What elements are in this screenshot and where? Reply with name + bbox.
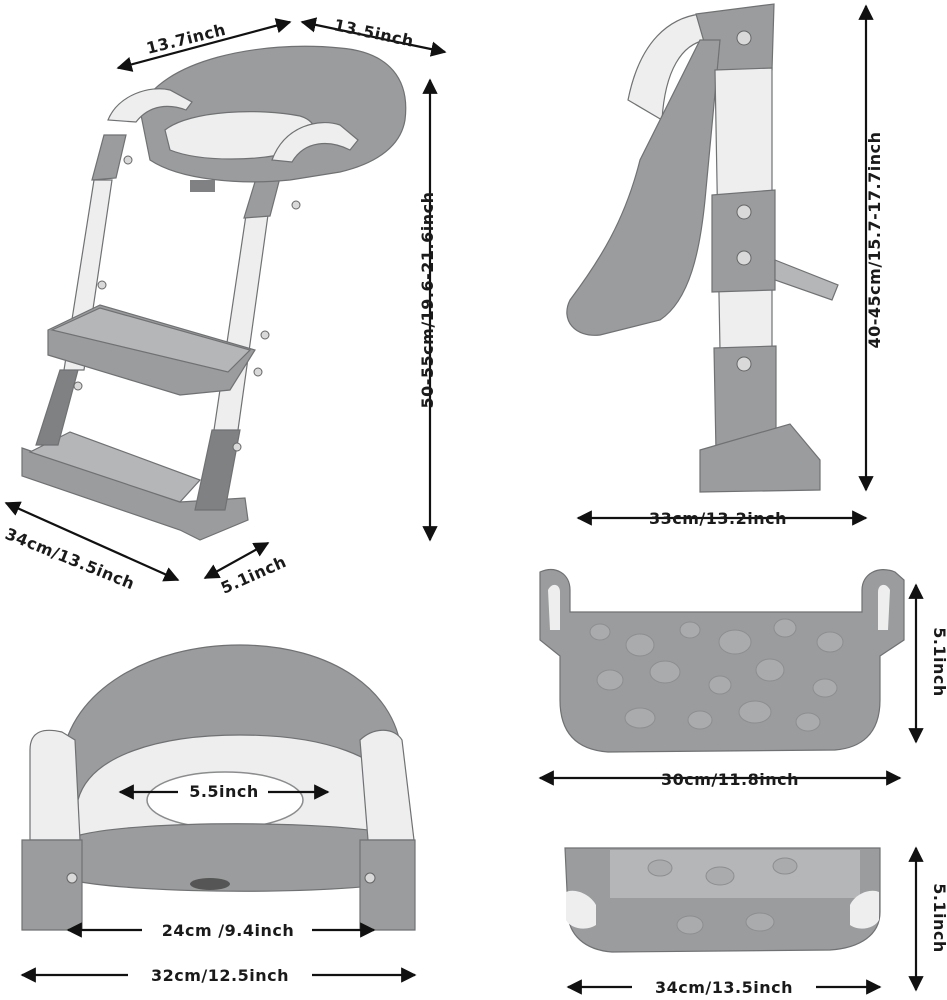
step-product-image bbox=[539, 569, 905, 753]
label-ladder-base-depth: 5.1inch bbox=[218, 552, 289, 598]
label-bottom-step-width: 34cm/13.5inch bbox=[655, 978, 793, 997]
dimension-arrows bbox=[4, 4, 924, 995]
label-side-depth: 33cm/13.2inch bbox=[649, 509, 787, 528]
label-ladder-base-width: 34cm/13.5inch bbox=[3, 524, 138, 593]
label-ladder-top-width: 13.7inch bbox=[144, 20, 227, 58]
label-seat-inner-width: 24cm /9.4inch bbox=[162, 921, 294, 940]
label-step-height: 5.1inch bbox=[930, 627, 947, 697]
label-side-height: 40-45cm/15.7-17.7inch bbox=[865, 131, 884, 348]
label-ladder-top-depth: 13.5inch bbox=[332, 15, 415, 50]
ladder-product-image bbox=[21, 45, 407, 541]
label-seat-outer-width: 32cm/12.5inch bbox=[151, 966, 289, 985]
label-seat-hole: 5.5inch bbox=[189, 782, 259, 801]
side-view-product-image bbox=[566, 3, 839, 493]
seat-product-image bbox=[21, 644, 416, 931]
label-step-width: 30cm/11.8inch bbox=[661, 770, 799, 789]
label-ladder-height: 50-55cm/19.6-21.6inch bbox=[418, 191, 437, 408]
label-bottom-step-height: 5.1inch bbox=[930, 883, 947, 953]
bottom-step-product-image bbox=[564, 847, 881, 953]
